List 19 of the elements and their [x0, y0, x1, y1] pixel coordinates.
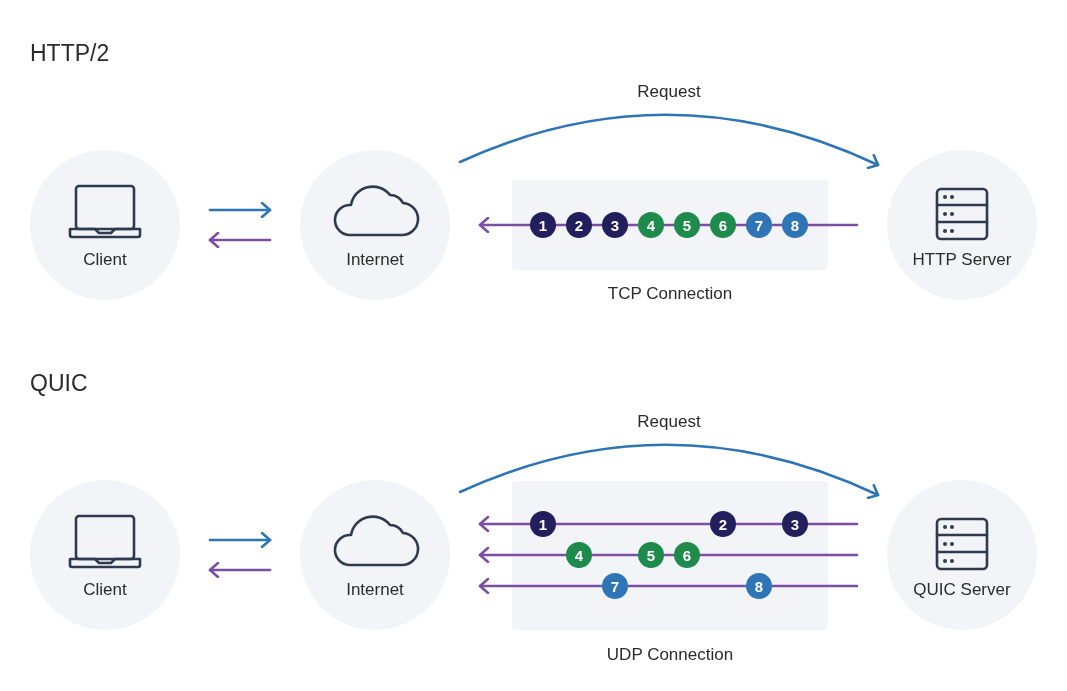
node-label: Client	[82, 250, 128, 270]
node-label: Internet	[345, 580, 405, 600]
section-heading: QUIC	[30, 370, 88, 397]
connection-label: UDP Connection	[605, 645, 735, 665]
node-label: HTTP Server	[911, 250, 1013, 270]
arrow	[478, 577, 859, 595]
arrow	[208, 531, 272, 549]
edge-label: Request	[637, 82, 701, 102]
arrow	[208, 231, 272, 249]
arrow	[458, 113, 880, 170]
node-label: Internet	[345, 250, 405, 270]
edge-label: Request	[637, 412, 701, 432]
node-label: Client	[82, 580, 128, 600]
arrow	[208, 561, 272, 579]
connection-label: TCP Connection	[606, 284, 734, 304]
section-heading: HTTP/2	[30, 40, 110, 67]
arrow	[458, 443, 880, 500]
node-label: QUIC Server	[912, 580, 1012, 600]
arrow	[208, 201, 272, 219]
